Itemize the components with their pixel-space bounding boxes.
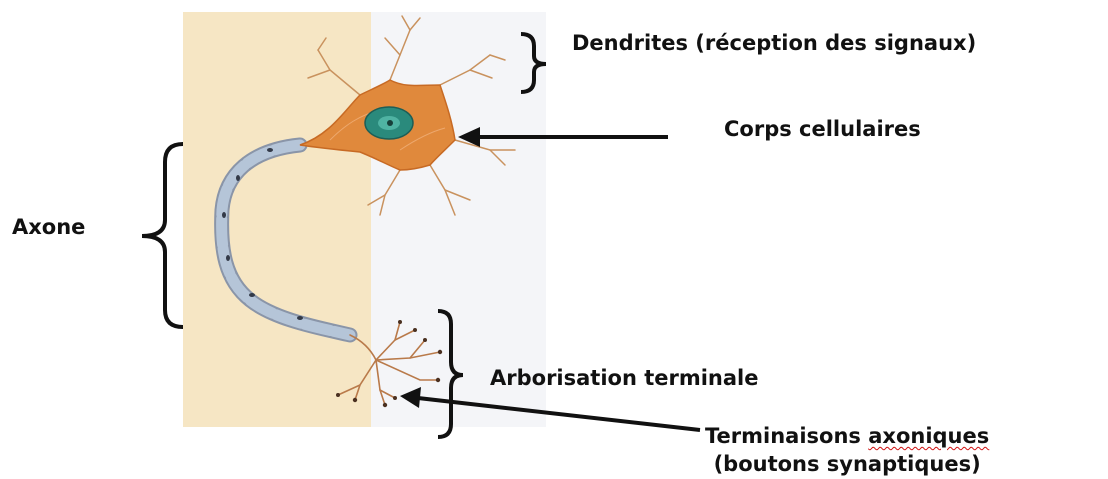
terminaisons-word: Terminaisons [705, 424, 861, 448]
axone-brace [142, 144, 183, 327]
axone-label: Axone [12, 215, 85, 239]
spellcheck-flagged-word: axoniques [868, 424, 989, 448]
light-background-panel [371, 12, 546, 427]
tan-background-panel [183, 12, 371, 427]
dendrites-label: Dendrites (réception des signaux) [572, 31, 976, 55]
corps-cellulaires-label: Corps cellulaires [724, 117, 921, 141]
terminaisons-line-2: (boutons synaptiques) [705, 450, 989, 478]
terminaisons-axoniques-label: Terminaisons axoniques (boutons synaptiq… [705, 422, 989, 478]
nucleus [365, 107, 413, 139]
arborisation-terminale-label: Arborisation terminale [490, 366, 759, 390]
terminaisons-line-1: Terminaisons axoniques [705, 422, 989, 450]
